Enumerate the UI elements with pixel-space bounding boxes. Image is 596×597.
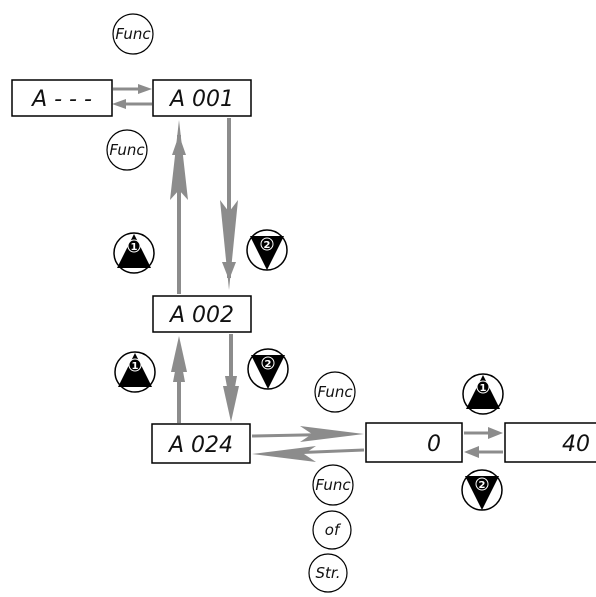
svg-text:2: 2 <box>479 480 486 491</box>
up-key-icon: 1 <box>462 373 504 415</box>
arrow-zero-to-forty <box>464 427 503 439</box>
box-zero-label: 0 <box>427 432 441 457</box>
circle-func-top-label: Func <box>115 25 151 43</box>
arrow-zero-to-a024 <box>252 446 365 462</box>
arrow-adash-to-a001 <box>113 84 152 94</box>
box-a-dash-label: A - - - <box>30 87 92 112</box>
connector-arrows <box>112 84 503 462</box>
circle-func-mid-label: Func <box>317 383 353 401</box>
box-a002-label: A 002 <box>168 303 234 328</box>
circle-of-label: of <box>325 521 342 539</box>
circle-func-low: Func <box>312 464 354 506</box>
svg-text:1: 1 <box>131 242 138 253</box>
arrow-a024-to-zero <box>251 426 364 442</box>
circle-func-mid: Func <box>314 371 356 413</box>
circle-func-left: Func <box>106 129 148 171</box>
box-a-dash: A - - - <box>11 79 113 117</box>
box-a001-label: A 001 <box>168 87 234 112</box>
down-key-icon: 2 <box>247 348 289 390</box>
up-key-icon: 1 <box>113 232 155 274</box>
arrow-a002-to-a001 <box>170 120 188 294</box>
box-zero: 0 <box>365 422 463 463</box>
box-a024-label: A 024 <box>167 433 233 458</box>
arrow-a024-to-a002 <box>171 336 187 423</box>
svg-text:1: 1 <box>132 361 139 372</box>
circle-func-left-label: Func <box>109 141 145 159</box>
box-a024: A 024 <box>151 423 251 464</box>
down-key-icon: 2 <box>246 229 288 271</box>
arrow-a001-to-adash <box>112 99 152 109</box>
circle-str: Str. <box>308 553 348 593</box>
box-forty: 40 <box>504 422 596 463</box>
arrow-a001-to-a002 <box>220 118 238 290</box>
down-key-icon: 2 <box>461 469 503 511</box>
box-forty-label: 40 <box>562 432 590 457</box>
svg-text:2: 2 <box>265 359 272 370</box>
box-a001: A 001 <box>152 79 252 117</box>
up-key-icon: 1 <box>114 351 156 393</box>
arrow-forty-to-zero <box>464 446 503 458</box>
circle-str-label: Str. <box>316 564 341 582</box>
svg-text:2: 2 <box>264 240 271 251</box>
circle-func-top: Func <box>112 13 154 55</box>
svg-text:1: 1 <box>480 383 487 394</box>
box-a002: A 002 <box>152 295 252 333</box>
circle-func-low-label: Func <box>315 476 351 494</box>
arrow-a002-to-a024 <box>223 334 239 422</box>
circle-of: of <box>312 510 352 550</box>
